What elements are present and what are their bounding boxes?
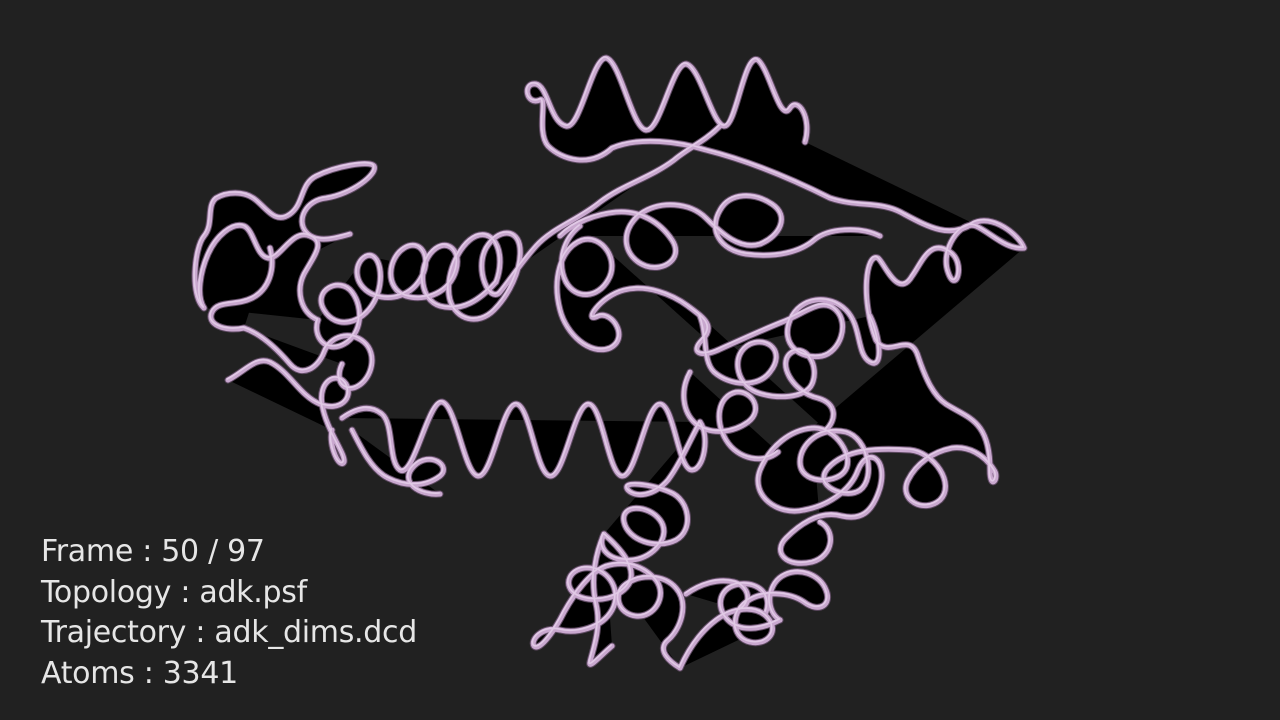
frame-total: 97 bbox=[227, 534, 265, 569]
frame-current: 50 bbox=[161, 534, 199, 569]
atoms-value: 3341 bbox=[162, 655, 238, 691]
frame-info: Frame : 50 / 97 bbox=[41, 534, 265, 569]
trajectory-info: Trajectory : adk_dims.dcd bbox=[41, 615, 417, 650]
trajectory-info-overlay: Frame : 50 / 97 Topology : adk.psf Traje… bbox=[41, 532, 417, 694]
atoms-label: Atoms bbox=[41, 655, 135, 691]
topology-info: Topology : adk.psf bbox=[41, 574, 307, 610]
topology-value: adk.psf bbox=[199, 574, 307, 610]
atoms-info: Atoms : 3341 bbox=[41, 655, 238, 691]
topology-label: Topology bbox=[41, 574, 172, 610]
trajectory-label: Trajectory bbox=[41, 615, 187, 650]
trajectory-value: adk_dims.dcd bbox=[214, 615, 417, 650]
frame-label: Frame bbox=[41, 534, 133, 569]
